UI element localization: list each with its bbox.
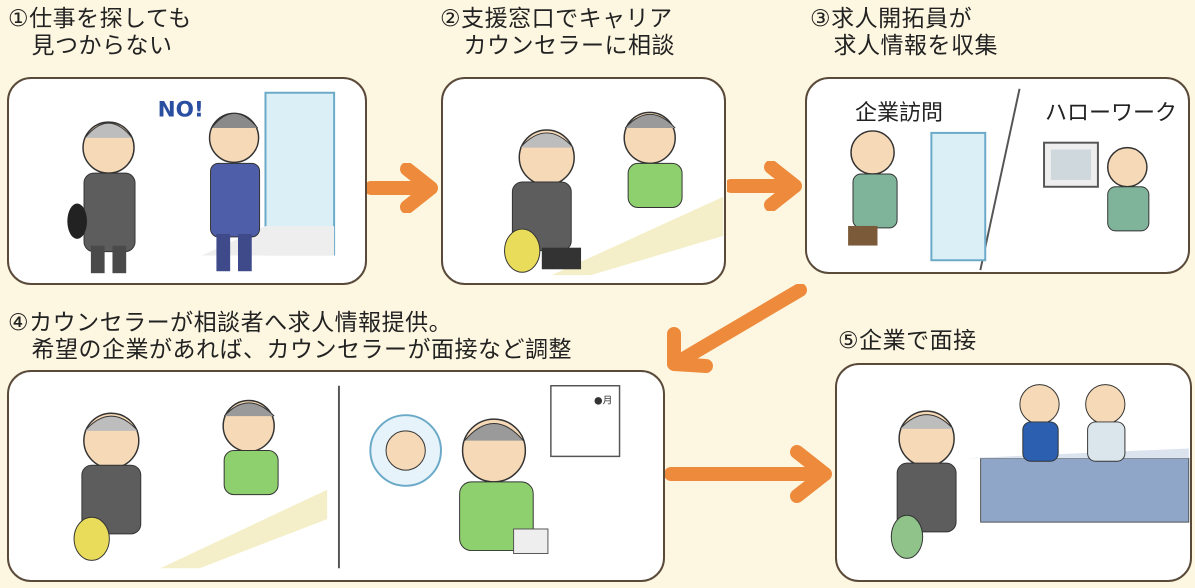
panel-step-1: NO! <box>7 77 367 285</box>
no-bubble-text: NO! <box>158 97 204 122</box>
company-visit-label: 企業訪問 <box>855 101 944 126</box>
step-2-label: ②支援窓口でキャリア カウンセラーに相談 <box>440 6 675 59</box>
arrow-3-to-4 <box>667 284 807 373</box>
step-1-label: ①仕事を探しても 見つからない <box>8 6 192 59</box>
step-4-label: ④カウンセラーが相談者へ求人情報提供。 希望の企業があれば、カウンセラーが面接な… <box>8 310 572 363</box>
panel-step-4: ●月 <box>7 370 665 582</box>
panel-step-5 <box>835 363 1192 582</box>
illustration-interview <box>890 384 1190 559</box>
arrow-1-to-2 <box>367 163 438 213</box>
arrow-2-to-3 <box>727 161 802 211</box>
step-5-label: ⑤企業で面接 <box>838 328 977 354</box>
calendar-month-text: ●月 <box>594 394 612 406</box>
panel-step-2 <box>441 77 726 285</box>
step-3-label: ③求人開拓員が 求人情報を収集 <box>810 6 998 59</box>
illustration-counseling <box>504 111 724 276</box>
panel-step-3: 企業訪問 ハローワーク <box>805 77 1190 274</box>
hello-work-label: ハローワーク <box>1045 101 1178 126</box>
arrow-4-to-5 <box>665 445 832 503</box>
illustration-job-collection <box>848 88 1150 271</box>
illustration-job-rejection: NO! <box>67 91 336 274</box>
illustration-job-information: ●月 <box>73 385 621 569</box>
